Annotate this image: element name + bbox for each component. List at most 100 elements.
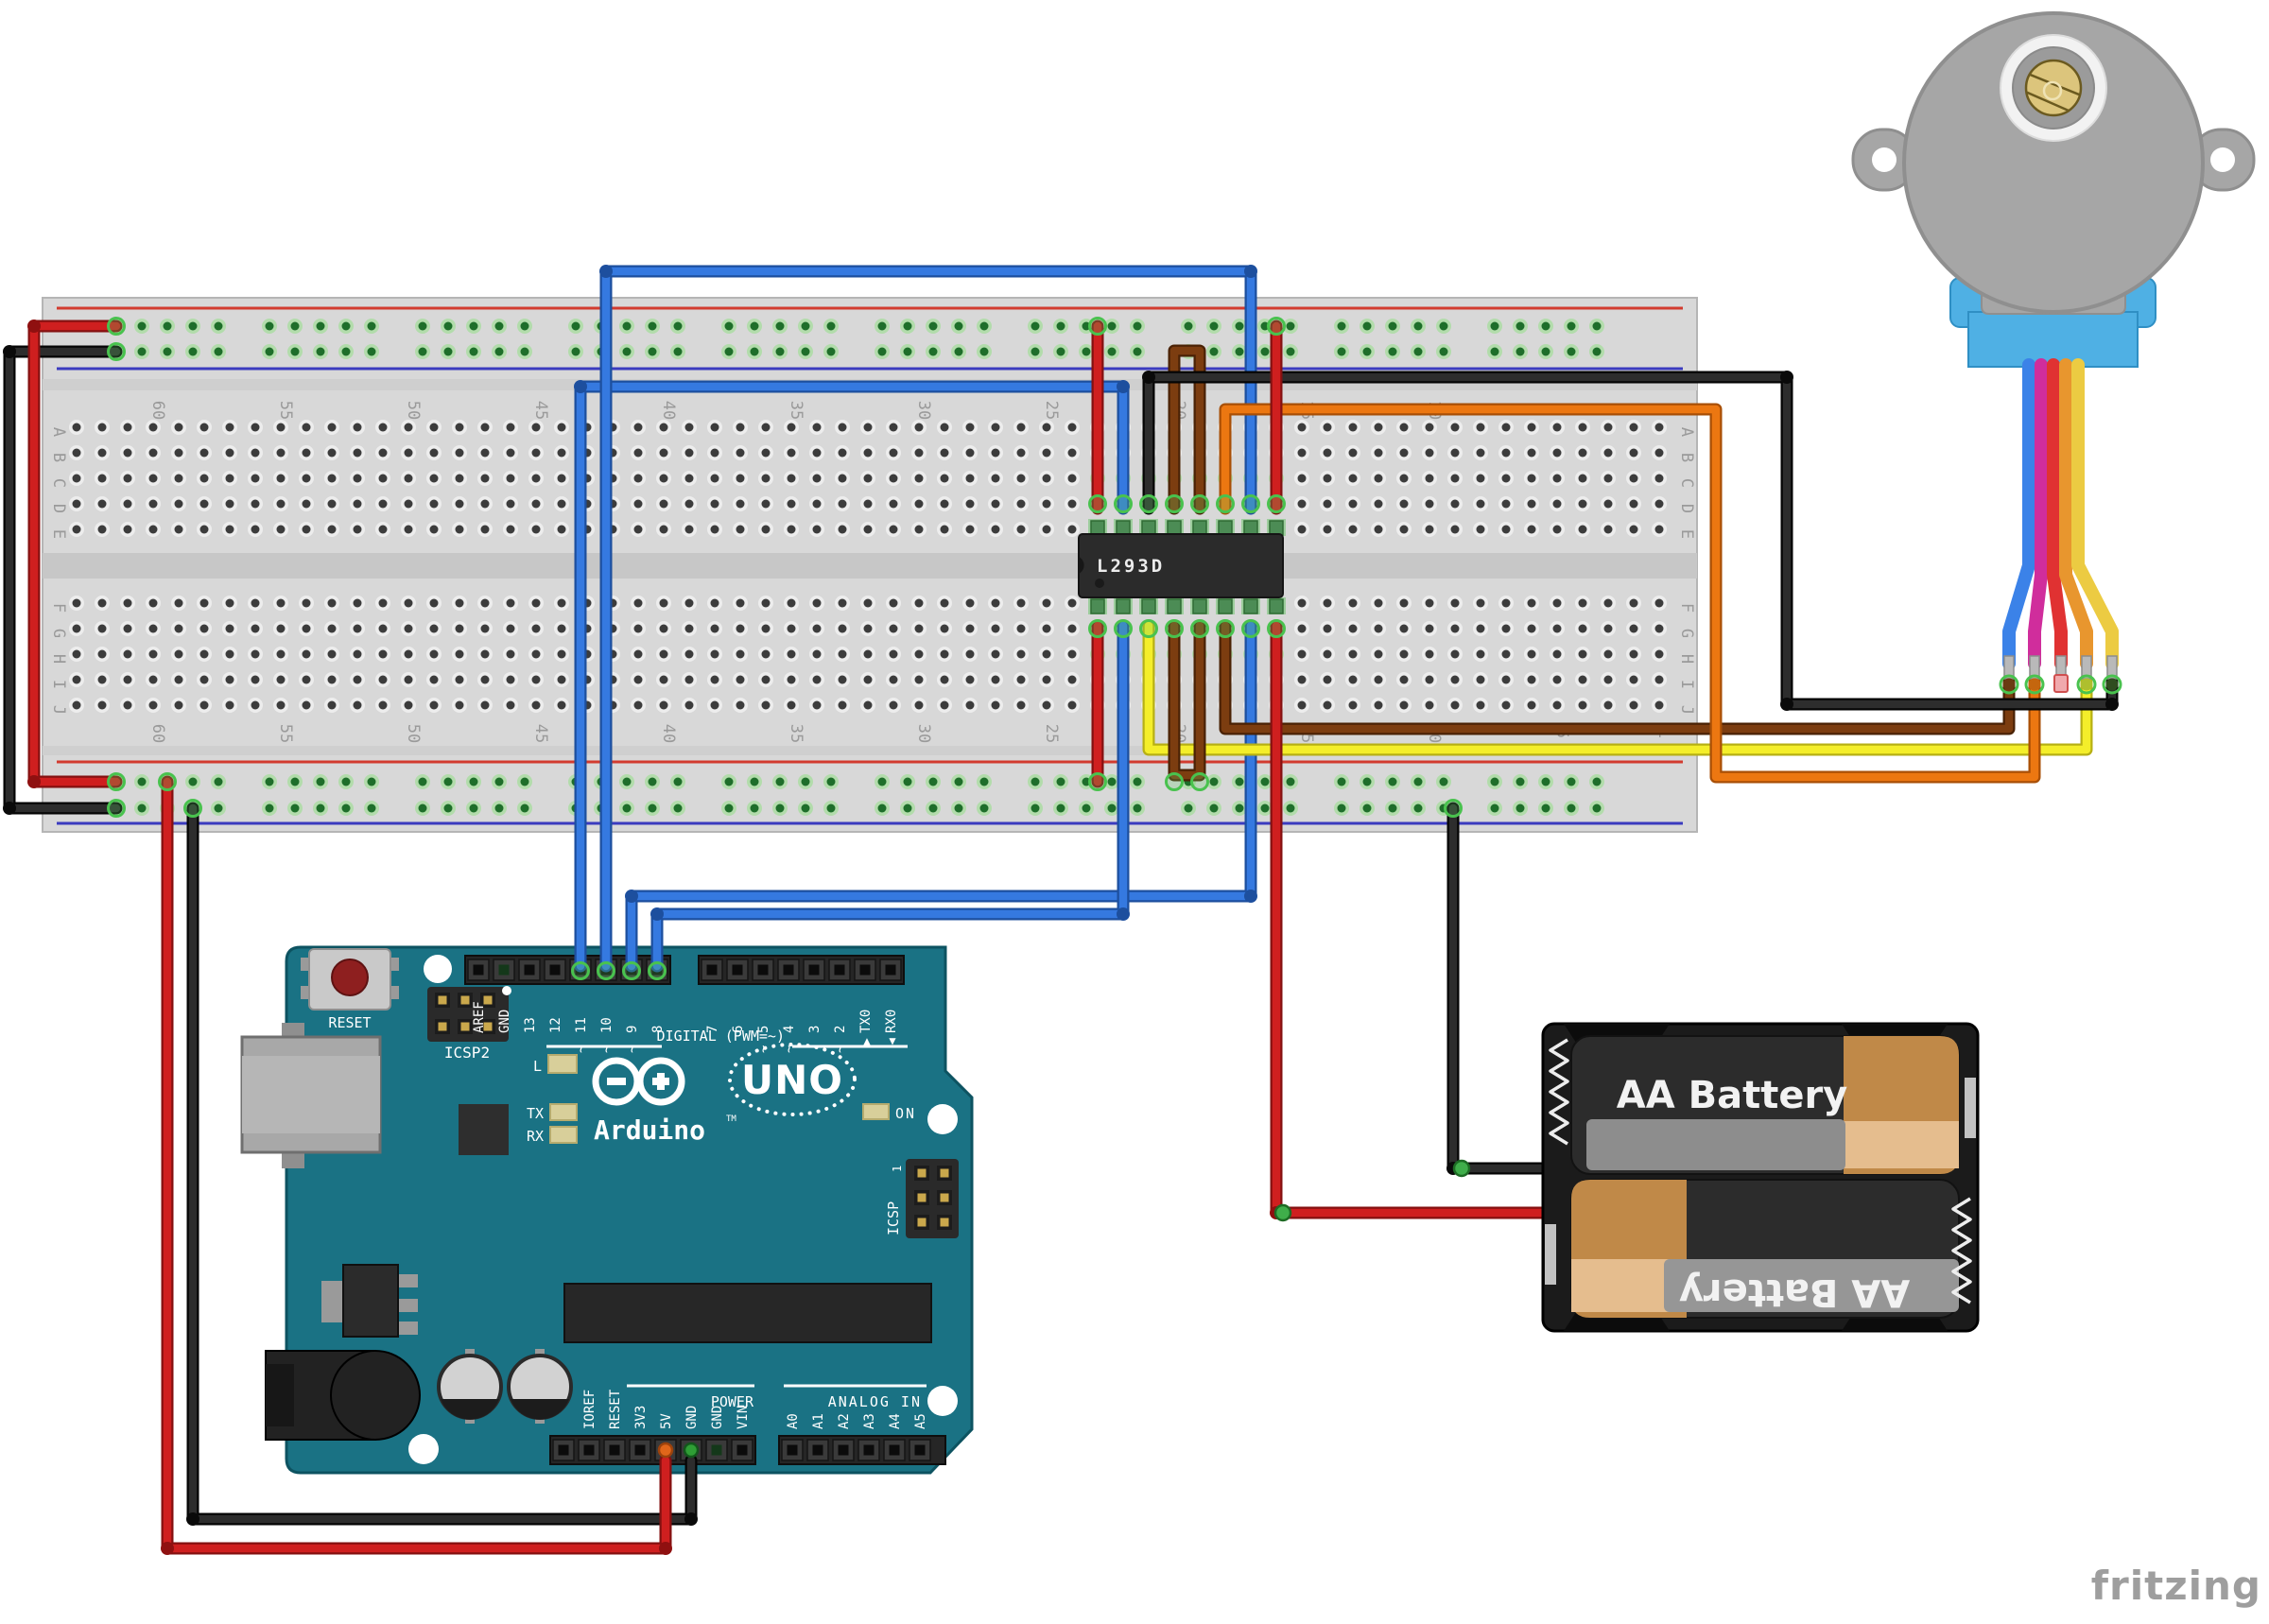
- gnd-rail-to-arduino-gnd-bend[interactable]: [186, 1512, 199, 1526]
- grid-hole[interactable]: [353, 649, 362, 659]
- arduino-pin11-to-chip-bend[interactable]: [574, 380, 587, 393]
- motor-pin-unconnected[interactable]: [2053, 674, 2069, 693]
- grid-hole[interactable]: [1629, 675, 1638, 684]
- grid-hole[interactable]: [455, 649, 464, 659]
- grid-hole[interactable]: [659, 675, 668, 684]
- arduino-pin11-to-chip-bend[interactable]: [1117, 380, 1130, 393]
- rail-hole[interactable]: [1235, 803, 1244, 813]
- grid-hole[interactable]: [659, 474, 668, 483]
- grid-hole[interactable]: [251, 448, 260, 458]
- grid-hole[interactable]: [506, 649, 515, 659]
- l293d-pin-top[interactable]: [1167, 520, 1182, 536]
- grid-hole[interactable]: [199, 700, 209, 710]
- grid-hole[interactable]: [940, 499, 949, 509]
- rail-hole[interactable]: [1337, 777, 1346, 786]
- grid-hole[interactable]: [1603, 499, 1613, 509]
- grid-hole[interactable]: [1042, 624, 1051, 633]
- grid-hole[interactable]: [378, 499, 388, 509]
- grid-hole[interactable]: [276, 624, 286, 633]
- rail-hole[interactable]: [469, 347, 478, 356]
- rail-hole[interactable]: [1362, 803, 1372, 813]
- grid-hole[interactable]: [684, 624, 694, 633]
- grid-hole[interactable]: [480, 474, 490, 483]
- grid-hole[interactable]: [1654, 423, 1664, 432]
- rail-hole[interactable]: [188, 347, 198, 356]
- motor-shaft[interactable]: [2024, 59, 2083, 117]
- rail-hole[interactable]: [1516, 321, 1525, 331]
- rail-hole[interactable]: [648, 777, 657, 786]
- grid-hole[interactable]: [812, 700, 822, 710]
- rail-hole[interactable]: [1413, 321, 1423, 331]
- rail-hole[interactable]: [673, 777, 683, 786]
- grid-hole[interactable]: [174, 624, 183, 633]
- grid-hole[interactable]: [1552, 423, 1562, 432]
- rail-hole[interactable]: [1184, 321, 1193, 331]
- rail-hole[interactable]: [1107, 347, 1117, 356]
- rail-hole[interactable]: [1592, 347, 1602, 356]
- grid-hole[interactable]: [455, 448, 464, 458]
- grid-hole[interactable]: [531, 525, 541, 534]
- grid-hole[interactable]: [736, 474, 745, 483]
- rail-hole[interactable]: [954, 321, 963, 331]
- grid-hole[interactable]: [455, 423, 464, 432]
- rail-hole[interactable]: [1567, 803, 1576, 813]
- grid-hole[interactable]: [659, 499, 668, 509]
- grid-hole[interactable]: [684, 675, 694, 684]
- rail-hole[interactable]: [137, 321, 147, 331]
- grid-hole[interactable]: [123, 649, 132, 659]
- grid-hole[interactable]: [72, 499, 81, 509]
- grid-hole[interactable]: [429, 448, 439, 458]
- grid-hole[interactable]: [812, 423, 822, 432]
- grid-hole[interactable]: [1578, 700, 1587, 710]
- grid-hole[interactable]: [97, 423, 107, 432]
- grid-hole[interactable]: [480, 624, 490, 633]
- grid-hole[interactable]: [1476, 474, 1485, 483]
- grid-hole[interactable]: [251, 675, 260, 684]
- grid-hole[interactable]: [633, 423, 643, 432]
- grid-hole[interactable]: [991, 423, 1000, 432]
- grid-hole[interactable]: [1450, 448, 1460, 458]
- rail-hole[interactable]: [1439, 347, 1448, 356]
- grid-hole[interactable]: [302, 448, 311, 458]
- grid-hole[interactable]: [404, 598, 413, 608]
- grid-hole[interactable]: [1476, 700, 1485, 710]
- grid-hole[interactable]: [455, 598, 464, 608]
- grid-hole[interactable]: [1016, 624, 1026, 633]
- rail-hole[interactable]: [1337, 347, 1346, 356]
- rail-hole[interactable]: [1413, 803, 1423, 813]
- grid-hole[interactable]: [736, 448, 745, 458]
- grid-hole[interactable]: [225, 675, 234, 684]
- grid-hole[interactable]: [633, 499, 643, 509]
- grid-hole[interactable]: [838, 525, 847, 534]
- grid-hole[interactable]: [148, 525, 158, 534]
- l293d-pin-top[interactable]: [1192, 520, 1207, 536]
- l293d-pin-top[interactable]: [1141, 520, 1156, 536]
- rail-hole[interactable]: [1107, 777, 1117, 786]
- grid-hole[interactable]: [965, 675, 975, 684]
- grid-hole[interactable]: [1374, 649, 1383, 659]
- grid-hole[interactable]: [1578, 598, 1587, 608]
- grid-hole[interactable]: [1323, 649, 1332, 659]
- rail-hole[interactable]: [1082, 803, 1091, 813]
- grid-hole[interactable]: [123, 624, 132, 633]
- rail-hole[interactable]: [418, 803, 427, 813]
- grid-hole[interactable]: [787, 675, 796, 684]
- grid-hole[interactable]: [148, 649, 158, 659]
- arduino-pin10-to-chip-bend[interactable]: [1244, 265, 1257, 278]
- grid-hole[interactable]: [914, 499, 924, 509]
- grid-hole[interactable]: [1654, 675, 1664, 684]
- grid-hole[interactable]: [506, 525, 515, 534]
- grid-hole[interactable]: [251, 499, 260, 509]
- grid-hole[interactable]: [761, 675, 771, 684]
- rail-hole[interactable]: [1286, 777, 1295, 786]
- l293d-pin-top[interactable]: [1218, 520, 1233, 536]
- rail-hole[interactable]: [341, 321, 351, 331]
- grid-hole[interactable]: [1425, 448, 1434, 458]
- grid-hole[interactable]: [148, 598, 158, 608]
- rail-hole[interactable]: [1567, 321, 1576, 331]
- grid-hole[interactable]: [1374, 525, 1383, 534]
- grid-hole[interactable]: [378, 598, 388, 608]
- grid-hole[interactable]: [97, 700, 107, 710]
- grid-hole[interactable]: [1348, 624, 1358, 633]
- grid-hole[interactable]: [72, 474, 81, 483]
